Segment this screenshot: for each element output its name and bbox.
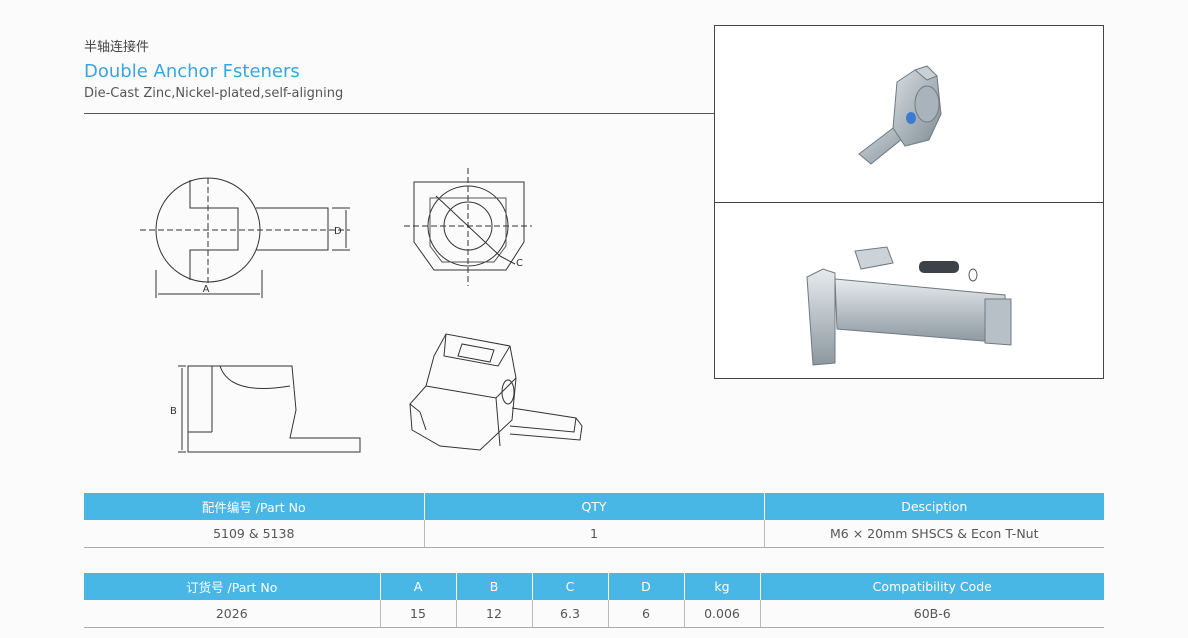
cell-c: 6.3 bbox=[532, 600, 609, 628]
cell-compatibility-code: 60B-6 bbox=[760, 600, 1104, 628]
fastener-photo bbox=[858, 65, 942, 165]
header-a: A bbox=[380, 573, 457, 600]
header-c: C bbox=[532, 573, 609, 600]
photo-divider bbox=[714, 202, 1104, 203]
product-subtitle: Die-Cast Zinc,Nickel-plated,self-alignin… bbox=[84, 86, 344, 101]
dim-label-a: A bbox=[203, 284, 210, 295]
side-view-drawing bbox=[178, 365, 361, 453]
header-part-no: 配件编号 /Part No bbox=[84, 493, 425, 520]
cell-a: 15 bbox=[380, 600, 457, 628]
header-compatibility-code: Compatibility Code bbox=[760, 573, 1104, 600]
header-d: D bbox=[608, 573, 685, 600]
isometric-view-drawing bbox=[409, 333, 583, 451]
dim-label-c: C bbox=[516, 258, 523, 269]
technical-drawings: A D C B bbox=[140, 168, 583, 453]
table-row: 2026 15 12 6.3 6 0.006 60B-6 bbox=[84, 600, 1104, 628]
cell-part-no: 5109 & 5138 bbox=[84, 520, 425, 548]
header-description: Desciption bbox=[764, 493, 1104, 520]
cell-kg: 0.006 bbox=[684, 600, 761, 628]
cell-qty: 1 bbox=[424, 520, 765, 548]
cell-b: 12 bbox=[456, 600, 533, 628]
header-b: B bbox=[456, 573, 533, 600]
product-title: Double Anchor Fsteners bbox=[84, 61, 300, 82]
cell-description: M6 × 20mm SHSCS & Econ T-Nut bbox=[764, 520, 1104, 548]
table-row: 5109 & 5138 1 M6 × 20mm SHSCS & Econ T-N… bbox=[84, 520, 1104, 548]
order-table: 订货号 /Part No A B C D kg Compatibility Co… bbox=[84, 573, 1104, 628]
header-kg: kg bbox=[684, 573, 761, 600]
cell-d: 6 bbox=[608, 600, 685, 628]
header-order-no: 订货号 /Part No bbox=[84, 573, 381, 600]
cell-order-no: 2026 bbox=[84, 600, 381, 628]
front-view-drawing bbox=[404, 168, 532, 286]
assembly-photo bbox=[806, 246, 1012, 366]
header-rule bbox=[84, 113, 714, 114]
dim-label-d: D bbox=[334, 226, 342, 237]
dim-label-b: B bbox=[170, 406, 177, 417]
title-chinese: 半轴连接件 bbox=[84, 40, 150, 55]
header-qty: QTY bbox=[424, 493, 765, 520]
top-view-drawing bbox=[140, 177, 350, 298]
parts-table: 配件编号 /Part No QTY Desciption 5109 & 5138… bbox=[84, 493, 1104, 548]
